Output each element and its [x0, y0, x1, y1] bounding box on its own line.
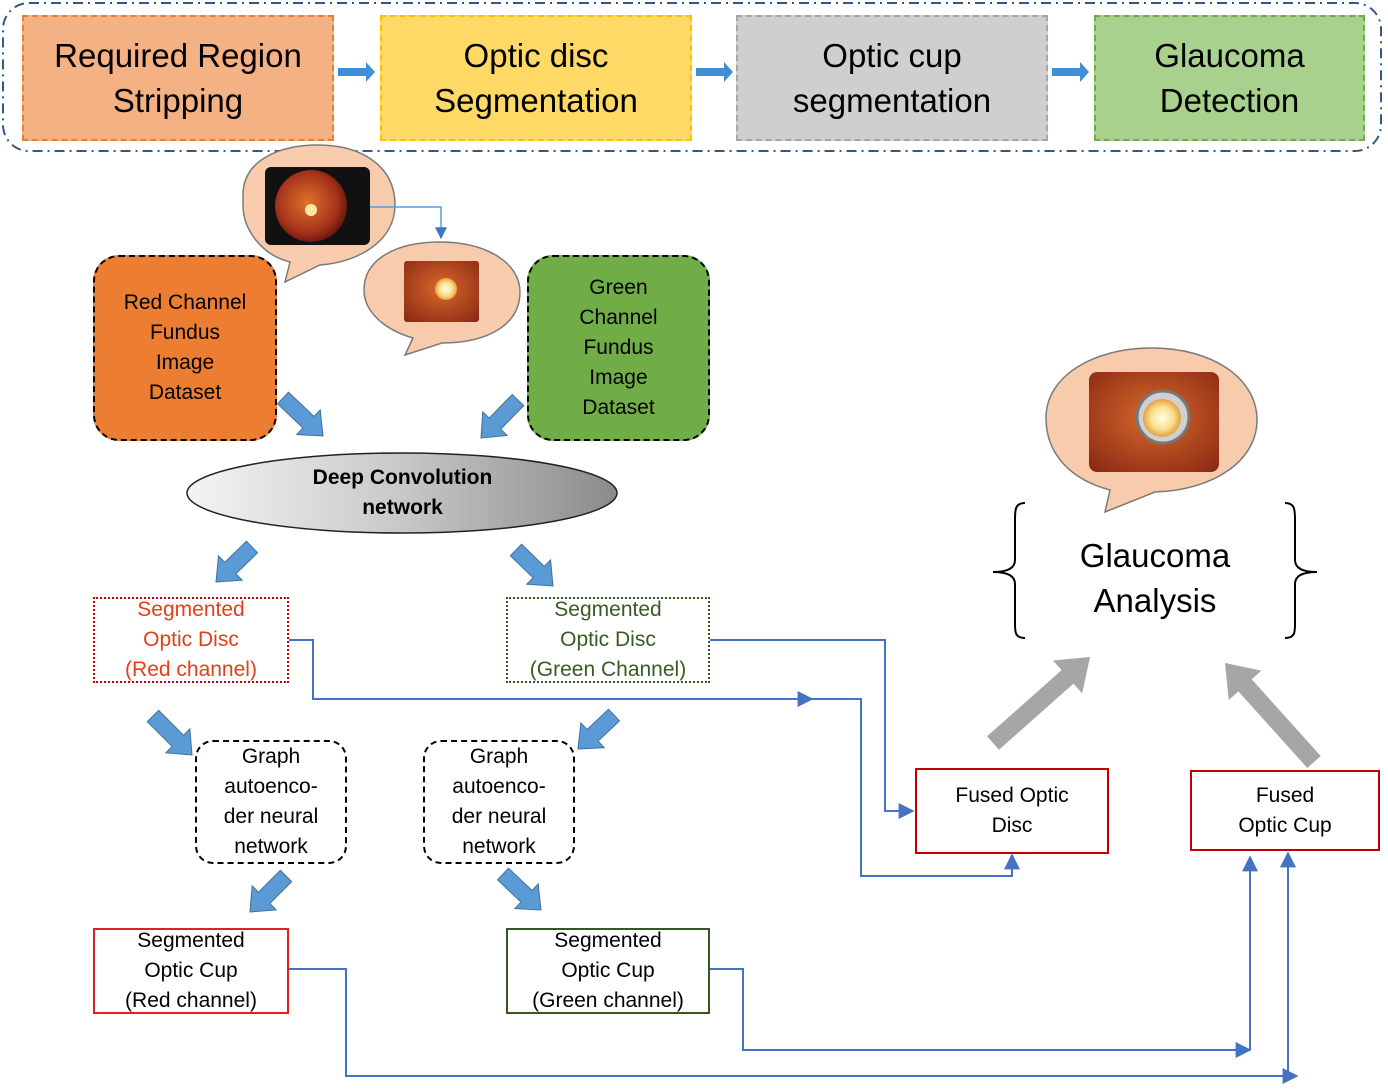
connector-cup-green: [710, 968, 1252, 1058]
connector-cup-red: [289, 851, 1296, 1077]
pipeline-frame: [2, 2, 1382, 152]
stage-optic-cup-segmentation: Optic cup segmentation: [736, 15, 1048, 141]
flow-arrow: [509, 543, 554, 587]
connector-disc-red: [289, 639, 814, 707]
flow-arrow: [480, 393, 525, 439]
segmented-cup-red: Segmented Optic Cup (Red channel): [93, 928, 289, 1014]
stage-glaucoma-detection: Glaucoma Detection: [1094, 15, 1365, 141]
analysis-arrow: [987, 657, 1090, 750]
left-brace: [992, 502, 1026, 639]
segmented-disc-red: Segmented Optic Disc (Red channel): [93, 597, 289, 683]
fused-optic-cup: Fused Optic Cup: [1190, 770, 1380, 851]
crop-arrow: [370, 206, 447, 240]
flow-arrow: [276, 391, 324, 437]
segmented-disc-green: Segmented Optic Disc (Green Channel): [506, 597, 710, 683]
connector-disc-red-to-fused: [810, 698, 1020, 877]
network-label: Deep Convolution network: [312, 466, 493, 519]
stage-arrow: [1052, 62, 1089, 82]
stage-required-region-stripping: Required Region Stripping: [22, 15, 334, 141]
fused-optic-disc: Fused Optic Disc: [915, 768, 1109, 854]
stage-arrow: [338, 62, 375, 82]
flow-arrow: [496, 867, 542, 911]
cropped-disc-bubble: [363, 241, 521, 357]
flow-arrow: [577, 708, 621, 750]
fundus-image-bubble: [242, 144, 396, 284]
flow-arrow: [249, 869, 293, 913]
network-ellipse: [186, 452, 618, 534]
segmented-cup-green: Segmented Optic Cup (Green channel): [506, 928, 710, 1014]
red-channel-dataset: Red Channel Fundus Image Dataset: [93, 255, 277, 441]
flow-arrow: [146, 709, 193, 756]
graph-autoencoder-left: Graph autoenco- der neural network: [195, 740, 347, 864]
green-channel-dataset: Green Channel Fundus Image Dataset: [527, 255, 710, 441]
stage-arrow: [696, 62, 733, 82]
stage-optic-disc-segmentation: Optic disc Segmentation: [380, 15, 692, 141]
analysis-arrow: [1225, 663, 1321, 769]
flow-arrow: [215, 540, 259, 583]
right-brace: [1284, 502, 1318, 639]
connector-disc-green: [710, 639, 915, 819]
glaucoma-analysis: Glaucoma Analysis: [1079, 537, 1231, 619]
fused-result-bubble: [1045, 347, 1258, 514]
graph-autoencoder-right: Graph autoenco- der neural network: [423, 740, 575, 864]
